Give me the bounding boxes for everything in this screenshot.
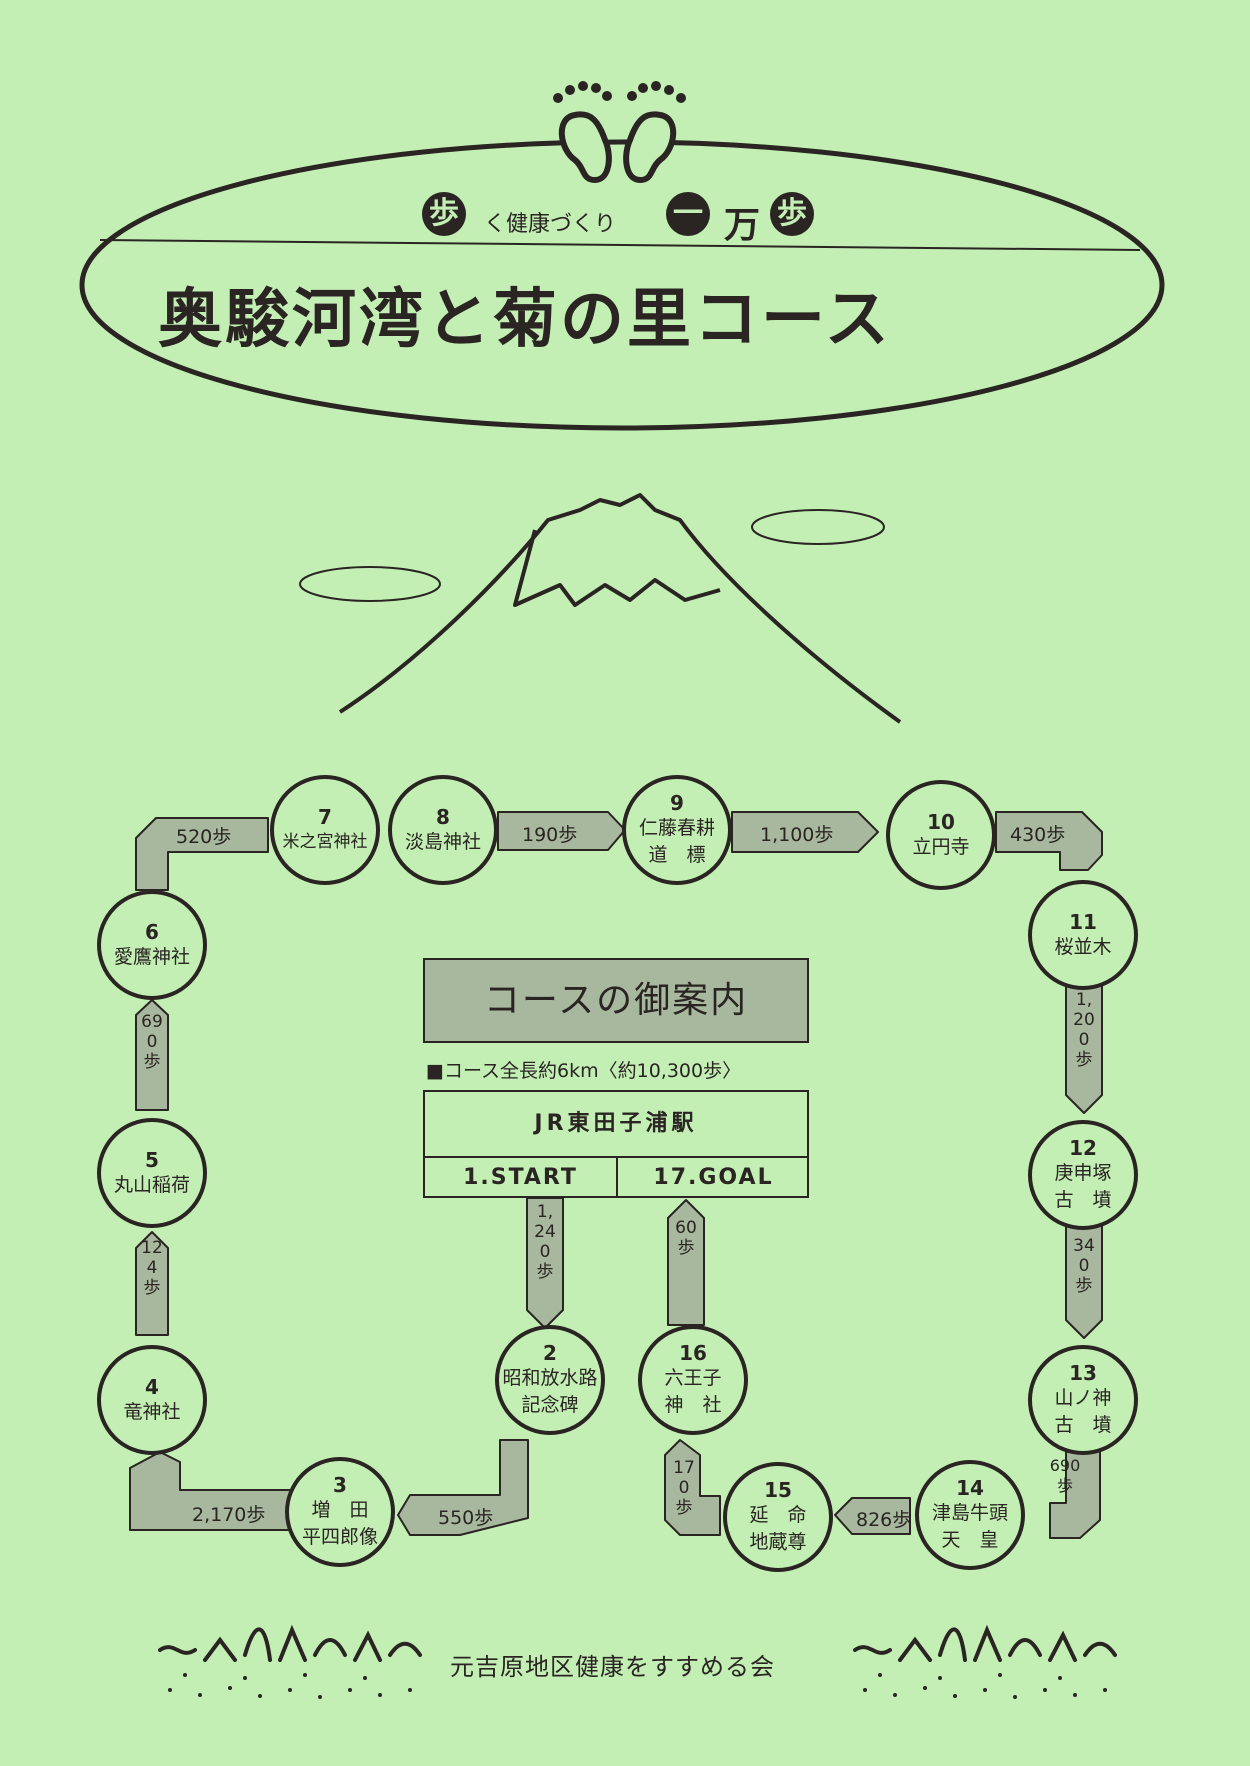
tagline-text: く健康づくり	[484, 212, 617, 237]
footprints-icon	[558, 111, 677, 184]
route-path	[129, 811, 1103, 1539]
dot-pattern-left	[168, 1673, 412, 1699]
step-count-6-7: 520歩	[176, 826, 232, 848]
station-box: JR東田子浦駅 1.START 17.GOAL	[423, 1090, 809, 1198]
start-label: 1.START	[425, 1158, 618, 1198]
step-count-10-11: 430歩	[1010, 824, 1066, 846]
cloud-left	[299, 566, 441, 602]
step-count-8-9: 190歩	[522, 824, 578, 846]
station-name: JR東田子浦駅	[425, 1092, 807, 1158]
step-count-2-3: 550歩	[438, 1507, 494, 1529]
dot-pattern-right	[863, 1673, 1107, 1699]
step-count-14-15: 826歩	[856, 1509, 912, 1531]
guide-title: コースの御案内	[423, 958, 809, 1043]
step-count-1-2: 1,240歩	[534, 1202, 556, 1282]
tagline-badge-step: 歩	[770, 192, 814, 236]
step-count-12-13: 340歩	[1073, 1236, 1095, 1296]
goal-label: 17.GOAL	[653, 1165, 774, 1190]
step-count-5-6: 690歩	[141, 1012, 163, 1072]
course-length: ■コース全長約6km〈約10,300歩〉	[426, 1060, 742, 1082]
toe-dots	[553, 81, 686, 103]
page-title: 奥駿河湾と菊の里コース	[158, 283, 892, 357]
tagline-text-ten-thousand: 万	[724, 205, 761, 246]
sprout-decoration-right	[853, 1624, 1117, 1662]
organization-name: 元吉原地区健康をすすめる会	[450, 1653, 775, 1681]
sprout-decoration-left	[158, 1624, 422, 1662]
step-count-11-12: 1,200歩	[1073, 990, 1095, 1070]
step-count-4-5: 124歩	[141, 1238, 163, 1298]
step-count-13-14: 690歩	[1049, 1456, 1081, 1495]
title-divider	[99, 239, 1141, 251]
step-count-3-4: 2,170歩	[192, 1504, 266, 1526]
mount-fuji-icon	[338, 493, 902, 724]
step-count-9-10: 1,100歩	[760, 824, 834, 846]
step-count-16-17: 60歩	[675, 1218, 697, 1258]
step-count-15-16: 170歩	[673, 1458, 695, 1518]
cloud-right	[751, 509, 885, 545]
tagline-badge-one: 一	[666, 192, 710, 236]
title-ellipse	[79, 139, 1165, 431]
tagline-badge-walk: 歩	[422, 192, 466, 236]
